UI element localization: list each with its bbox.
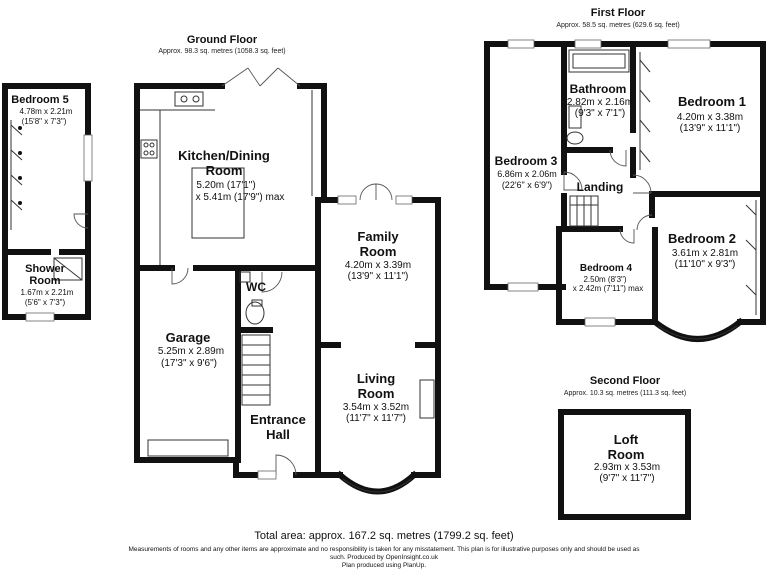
garage-dim-imperial: (17'3" x 9'6") [161, 358, 217, 369]
loft-walls [558, 409, 691, 520]
bedroom4-dim-1: 2.50m (8'3") [583, 275, 626, 284]
bedroom4-dim-2: x 2.42m (7'11") max [573, 284, 643, 293]
family-french-door-right [375, 183, 393, 201]
bedroom2-wardrobes [745, 200, 757, 315]
landing-label: Landing [577, 180, 624, 194]
bedroom3-door [563, 171, 583, 191]
bedroom5-window [83, 134, 93, 182]
bedroom1-door [632, 174, 652, 194]
ground-floor-area: Approx. 98.3 sq. metres (1058.3 sq. feet… [158, 48, 285, 55]
bathroom-window [574, 39, 602, 49]
bedroom2-label: Bedroom 2 [668, 231, 736, 246]
bedroom1-wardrobes [639, 52, 651, 170]
front-door-swing [275, 454, 297, 476]
annex-door [73, 213, 89, 229]
shower-label-2: Room [29, 275, 60, 287]
garage-door [147, 439, 229, 457]
bedroom1-dim-imperial: (13'9" x 11'1") [680, 123, 741, 134]
bedroom1-window [667, 39, 711, 49]
bedroom3-window-bottom [507, 282, 539, 292]
garage-door-swing [171, 267, 189, 285]
second-floor-title: Second Floor [590, 375, 661, 387]
loft-dim-metric: 2.93m x 3.53m [594, 462, 660, 473]
shower-window [25, 312, 55, 322]
bedroom1-dim-metric: 4.20m x 3.38m [677, 112, 743, 123]
bathroom-dim-metric: 2.82m x 2.16m [567, 97, 633, 108]
bedroom1-label: Bedroom 1 [678, 94, 746, 109]
bedroom2-door [636, 214, 653, 231]
entrance-label-2: Hall [266, 427, 290, 442]
bathroom-door [609, 149, 627, 167]
family-dim-imperial: (13'9" x 11'1") [348, 271, 409, 282]
living-fireplace [419, 379, 435, 419]
bedroom5-dim-imperial: (15'8" x 7'3") [22, 117, 67, 126]
garage-dim-metric: 5.25m x 2.89m [158, 346, 224, 357]
bedroom4-door [619, 228, 635, 244]
first-floor-title: First Floor [591, 7, 646, 19]
kitchen-dim-2: x 5.41m (17'9") max [196, 192, 285, 203]
living-label-1: Living [357, 371, 395, 386]
bedroom5-label: Bedroom 5 [11, 94, 68, 106]
bathroom-fixtures [566, 49, 630, 145]
first-floor-area: Approx. 58.5 sq. metres (629.6 sq. feet) [556, 22, 679, 29]
first-floor-stairs [569, 195, 599, 227]
garage-label: Garage [166, 330, 211, 345]
loft-label-2: Room [608, 447, 645, 462]
entrance-window [257, 470, 277, 480]
ground-floor-title: Ground Floor [187, 34, 258, 46]
family-label-1: Family [357, 229, 399, 244]
bedroom5-dim-metric: 4.78m x 2.21m [20, 107, 73, 116]
bedroom3-window-top [507, 39, 535, 49]
kitchen-label-1: Kitchen/Dining [178, 148, 270, 163]
wc-label: WC [246, 280, 266, 294]
loft-dim-imperial: (9'7" x 11'7") [599, 473, 654, 484]
bedroom2-dim-imperial: (11'10" x 9'3") [675, 259, 736, 270]
disclaimer-line-1: Measurements of rooms and any other item… [128, 546, 640, 553]
bedroom3-dim-imperial: (22'6" x 6'9") [502, 180, 552, 190]
bedroom2-bay-window [650, 317, 745, 342]
bathroom-dim-imperial: (9'3" x 7'1") [575, 108, 625, 119]
bedroom3-dim-metric: 6.86m x 2.06m [497, 169, 557, 179]
shower-tray [53, 257, 83, 281]
living-dim-imperial: (11'7" x 11'7") [346, 413, 406, 424]
family-window-right [395, 195, 413, 205]
entrance-label-1: Entrance [250, 412, 306, 427]
living-bay-window [335, 470, 419, 495]
bedroom5-wardrobes [10, 120, 23, 230]
living-dim-metric: 3.54m x 3.52m [343, 402, 409, 413]
family-dim-metric: 4.20m x 3.39m [345, 260, 411, 271]
shower-dim-metric: 1.67m x 2.21m [21, 288, 74, 297]
bedroom2-dim-metric: 3.61m x 2.81m [672, 248, 738, 259]
shower-label-1: Shower [25, 263, 65, 275]
family-label-2: Room [360, 244, 397, 259]
first-floor-walls [484, 41, 766, 325]
bedroom3-label: Bedroom 3 [495, 154, 558, 168]
loft-label-1: Loft [614, 432, 639, 447]
kitchen-worktops [140, 90, 313, 265]
kitchen-label-2: Room [206, 163, 243, 178]
wc-fixtures [239, 271, 265, 325]
family-french-door-left [359, 183, 377, 201]
total-area: Total area: approx. 167.2 sq. metres (17… [254, 530, 514, 542]
kitchen-dim-1: 5.20m (17'1") [196, 180, 255, 191]
family-window-left [337, 195, 357, 205]
disclaimer-line-3: Plan produced using PlanUp. [341, 562, 427, 569]
bedroom4-window [584, 317, 616, 327]
ground-stairs [241, 334, 271, 406]
disclaimer-line-2: such. Produced by OpenInsight.co.uk [329, 554, 439, 561]
kitchen-bifold-doors [221, 67, 301, 87]
second-floor-area: Approx. 10.3 sq. metres (111.3 sq. feet) [564, 390, 686, 397]
bedroom4-label: Bedroom 4 [580, 263, 633, 274]
shower-dim-imperial: (5'6" x 7'3") [25, 298, 66, 307]
wc-door-swing [261, 271, 283, 293]
living-label-2: Room [358, 386, 395, 401]
bathroom-label: Bathroom [570, 82, 627, 96]
